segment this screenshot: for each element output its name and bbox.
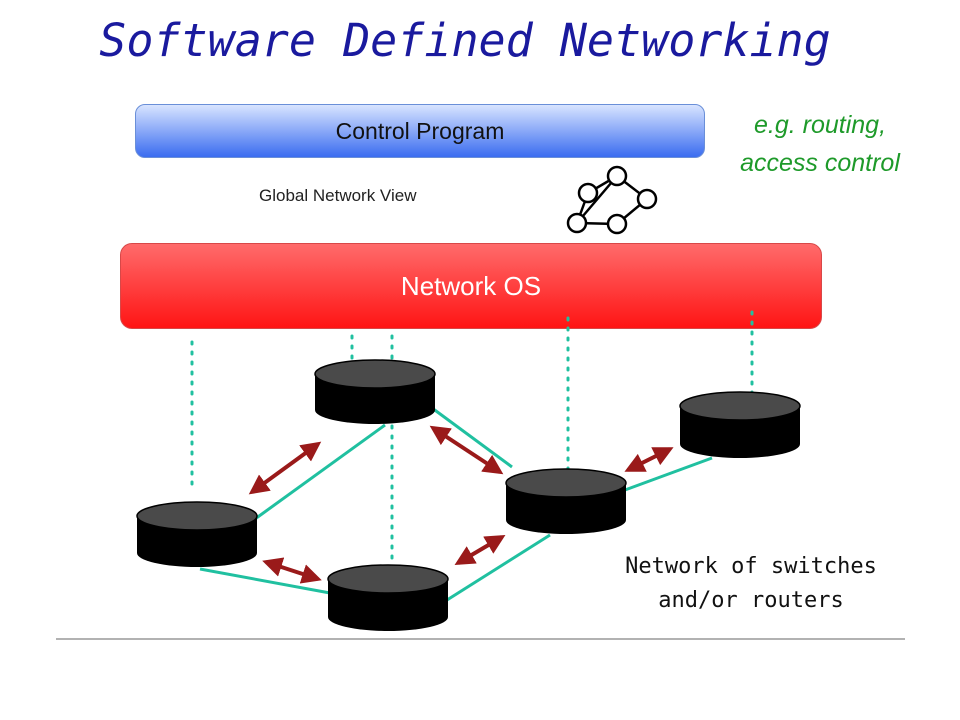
traffic-arrows	[248, 425, 674, 584]
example-note-line2: access control	[740, 149, 900, 177]
control-program-box: Control Program	[135, 104, 705, 158]
arrow	[624, 447, 674, 472]
link-line	[624, 456, 713, 492]
view-node	[566, 212, 588, 234]
switch	[327, 564, 449, 631]
link-line	[254, 423, 386, 521]
network-caption: Network of switches and/or routers	[586, 550, 916, 618]
switch	[314, 359, 436, 424]
switch	[136, 501, 258, 567]
link-line	[446, 533, 551, 602]
link-line	[199, 567, 331, 595]
view-node	[636, 188, 658, 210]
network-caption-line2: and/or routers	[658, 588, 844, 613]
slide-title: Software Defined Networking	[99, 14, 831, 67]
view-node	[606, 165, 628, 187]
arrow	[454, 534, 506, 566]
example-note: e.g. routing, access control	[700, 106, 940, 182]
arrow	[262, 557, 322, 584]
view-node	[577, 182, 599, 204]
arrow	[248, 441, 322, 495]
switch	[679, 391, 801, 458]
network-os-box: Network OS	[120, 243, 822, 329]
global-network-view-label: Global Network View	[259, 186, 417, 205]
network-caption-line1: Network of switches	[625, 554, 877, 579]
global-network-view-graph	[566, 165, 658, 235]
control-program-label: Control Program	[335, 117, 505, 144]
network-os-label: Network OS	[400, 270, 542, 301]
example-note-line1: e.g. routing,	[753, 111, 887, 139]
view-node	[606, 213, 628, 235]
arrow	[429, 425, 504, 475]
switch	[505, 468, 627, 534]
